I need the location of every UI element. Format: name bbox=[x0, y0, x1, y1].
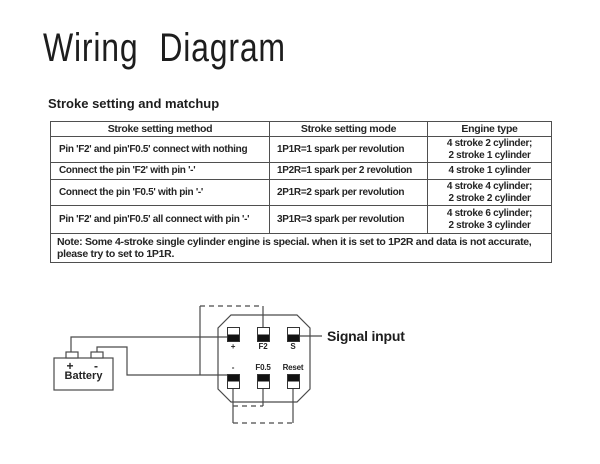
table-header-cell: Engine type bbox=[427, 120, 552, 138]
pin-label-reset: Reset bbox=[282, 363, 304, 372]
table-cell: 2P1R=2 spark per revolution bbox=[269, 179, 428, 207]
battery-terminal-plus bbox=[65, 351, 79, 359]
table-row: Pin 'F2' and pin'F0.5' all connect with … bbox=[50, 205, 552, 235]
device-outline bbox=[217, 314, 311, 403]
pin-f05 bbox=[257, 374, 270, 389]
table-cell: Pin 'F2' and pin'F0.5' connect with noth… bbox=[50, 136, 270, 164]
table-cell: 1P1R=1 spark per revolution bbox=[269, 136, 428, 164]
table-cell: 3P1R=3 spark per revolution bbox=[269, 205, 428, 235]
table-note: Note: Some 4-stroke single cylinder engi… bbox=[50, 233, 552, 264]
pin-s bbox=[287, 327, 300, 342]
stroke-table-body: Pin 'F2' and pin'F0.5' connect with noth… bbox=[50, 136, 552, 235]
pin-label-f05: F0.5 bbox=[255, 363, 271, 372]
battery-minus-sign: - bbox=[94, 359, 98, 373]
pin-label-f2: F2 bbox=[258, 342, 268, 351]
battery-terminal-minus bbox=[90, 351, 104, 359]
wire-battery-plus bbox=[70, 336, 227, 352]
page-title: Wiring Diagram bbox=[43, 26, 286, 70]
section-heading: Stroke setting and matchup bbox=[48, 96, 220, 111]
pin-f2 bbox=[257, 327, 270, 342]
pin-minus bbox=[227, 374, 240, 389]
wire-battery-minus bbox=[96, 346, 227, 376]
battery-outline bbox=[53, 357, 114, 391]
table-row: Connect the pin 'F2' with pin '-'1P2R=1 … bbox=[50, 162, 552, 181]
table-note-row: Note: Some 4-stroke single cylinder engi… bbox=[50, 233, 552, 264]
table-row: Pin 'F2' and pin'F0.5' connect with noth… bbox=[50, 136, 552, 164]
table-cell: 4 stroke 1 cylinder bbox=[427, 162, 552, 181]
pin-label-s: S bbox=[290, 342, 296, 351]
signal-input-label: Signal input bbox=[327, 328, 405, 344]
pin-label-plus: + bbox=[230, 342, 236, 351]
pin-label-minus: - bbox=[231, 363, 235, 372]
pin-reset bbox=[287, 374, 300, 389]
table-header-cell: Stroke setting mode bbox=[269, 120, 428, 138]
pin-plus bbox=[227, 327, 240, 342]
battery-label: Battery bbox=[64, 370, 103, 382]
battery-plus-sign: + bbox=[66, 359, 74, 373]
